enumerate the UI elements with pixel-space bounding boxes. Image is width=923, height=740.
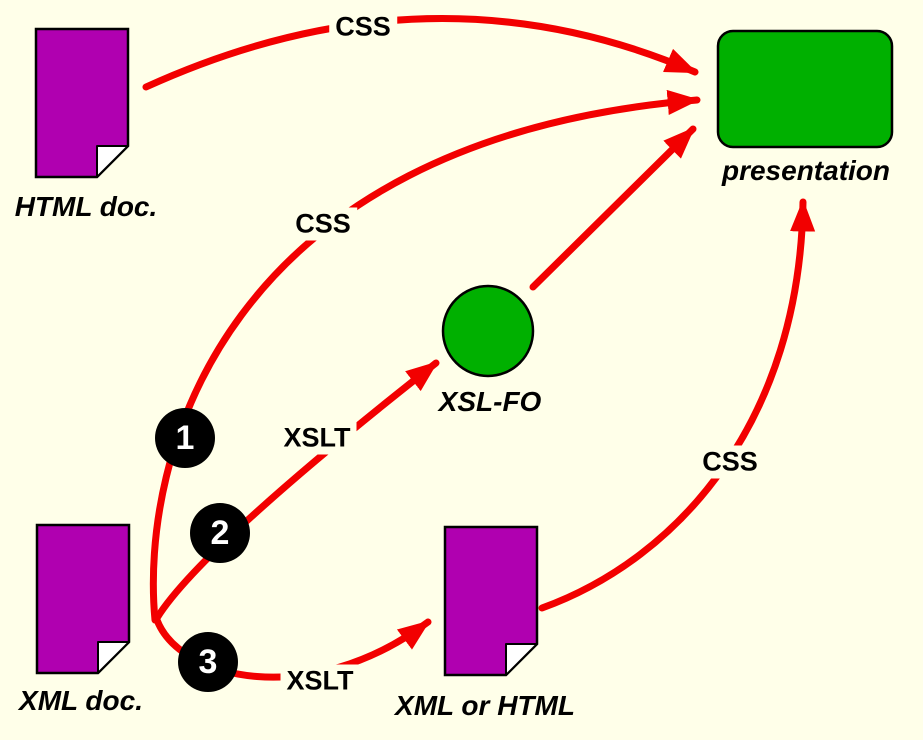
document-fold-icon <box>505 643 538 676</box>
presentation-label: presentation <box>721 155 891 186</box>
nodes <box>34 27 894 677</box>
arrow-css-html-doc-to-presentation <box>142 15 699 91</box>
step-2-badge: 2 <box>190 503 250 563</box>
step-1-badge: 1 <box>155 408 215 468</box>
document-fold-icon <box>96 145 129 178</box>
arrow-css-xml-doc-to-presentation <box>149 89 701 624</box>
xml-document-icon <box>35 523 131 675</box>
document-fold-icon <box>97 641 130 674</box>
css-label-html-to-presentation: CSS <box>329 10 397 44</box>
xsl-fo-circle <box>441 284 535 378</box>
xslt-label-xml-to-xml-or-html: XSLT <box>280 664 360 698</box>
arrow-xslt-xml-doc-to-xml-or-html <box>153 616 432 681</box>
xml-or-html-doc-label: XML or HTML <box>395 690 575 721</box>
css-label-xml-to-presentation: CSS <box>289 207 357 241</box>
arrow-xslt-xml-doc-to-xsl-fo <box>153 359 440 622</box>
css-label-xml-or-html-to-presentation: CSS <box>696 445 764 479</box>
xml-doc-label: XML doc. <box>19 685 143 716</box>
html-document-icon <box>34 27 130 179</box>
html-doc-label: HTML doc. <box>14 191 158 222</box>
step-3-badge: 3 <box>178 632 238 692</box>
arrow-css-xml-or-html-to-presentation <box>538 198 816 612</box>
xml-or-html-document-icon <box>443 525 539 677</box>
xslt-label-xml-to-xsl-fo: XSLT <box>277 421 357 455</box>
arrow-xsl-fo-to-presentation <box>529 125 697 291</box>
presentation-box <box>716 29 894 149</box>
xsl-fo-label: XSL-FO <box>438 386 542 417</box>
